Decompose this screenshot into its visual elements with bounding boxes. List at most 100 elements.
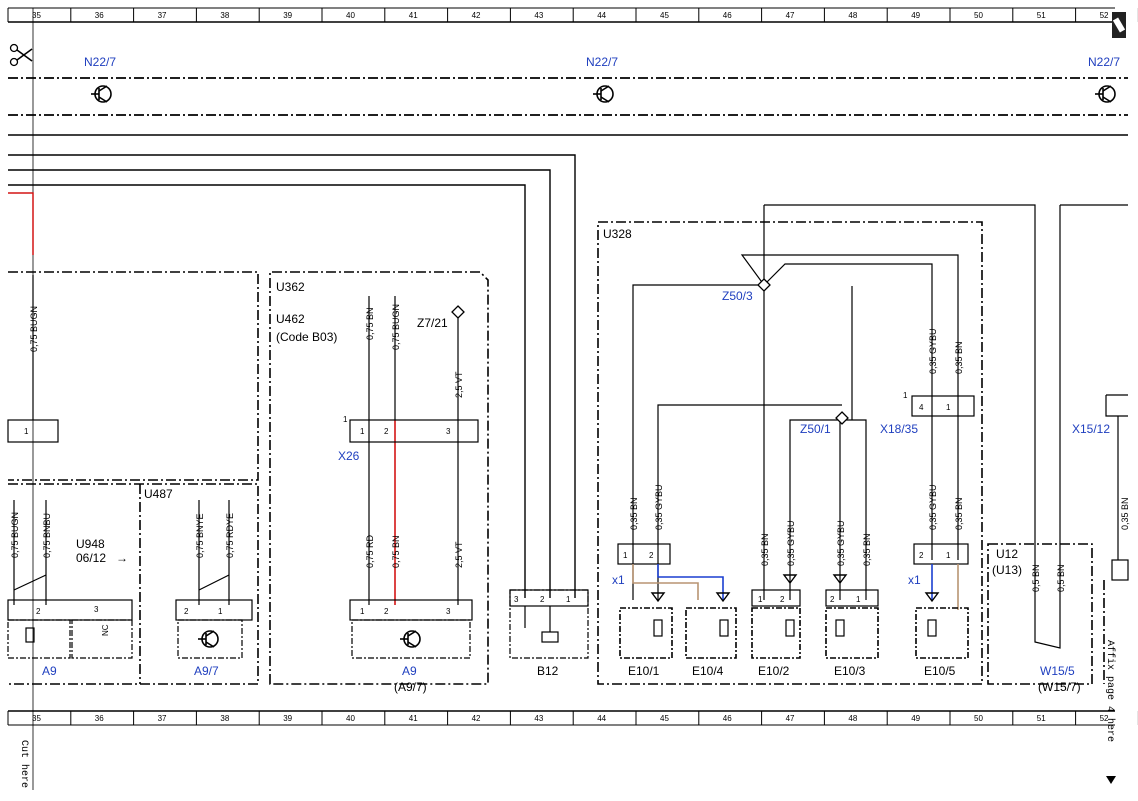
wire-label: 0,35 BN (954, 497, 964, 530)
module-label-code-b03: (Code B03) (276, 330, 337, 344)
wire-label: 0,75 BNYE (195, 513, 205, 558)
pin-number: 1 (566, 595, 571, 604)
wire-label: 0,75 BUGN (391, 304, 401, 350)
module-label-u12: U12 (996, 547, 1018, 561)
pin-number: 2 (780, 595, 785, 604)
left-module-frame (8, 271, 259, 685)
pin-number: 1 (218, 607, 223, 616)
ground-rail (8, 77, 1128, 136)
wire-label: 0,75 RDYE (225, 513, 235, 558)
connector-label-z50-3: Z50/3 (722, 289, 753, 303)
u362-wires (368, 296, 459, 605)
b12-sensor (509, 589, 589, 659)
ruler-number: 43 (534, 11, 543, 20)
affix-page-label: Affix page 4 here (1104, 640, 1116, 742)
wire-label: 0,75 BN (391, 535, 401, 568)
resistor-icon (653, 619, 937, 637)
wire-label: 0,35 BN (629, 497, 639, 530)
connector-label-x18-35: X18/35 (880, 422, 918, 436)
blue-wire (657, 564, 724, 600)
ruler-number: 47 (786, 714, 795, 723)
wire-label: 0,35 GYBU (928, 484, 938, 530)
wire-label: 0,5 BN (1056, 564, 1066, 592)
ruler-number: 37 (158, 11, 167, 20)
u12-wires (1034, 560, 1061, 649)
lamp-connectors (751, 589, 879, 607)
red-wire (8, 192, 34, 255)
lamp-units (619, 607, 969, 659)
module-label-u328: U328 (603, 227, 632, 241)
page-corner-icon (1112, 12, 1126, 38)
pin-number: 1 (758, 595, 763, 604)
left-wires (13, 275, 230, 605)
pin-number: 1 (623, 551, 628, 560)
ruler-number: 44 (597, 714, 606, 723)
wire-label: 2,5 VT (454, 371, 464, 398)
ruler-number: 40 (346, 11, 355, 20)
ruler-number: 38 (220, 714, 229, 723)
transistor-icon (91, 85, 1116, 103)
x1-connectors (617, 543, 969, 565)
module-label-u13: (U13) (992, 563, 1022, 577)
pointer-triangle-icon (1106, 776, 1116, 784)
ruler-number: 38 (220, 11, 229, 20)
ruler-number: 51 (1037, 714, 1046, 723)
ruler-number: 43 (534, 714, 543, 723)
ruler-number: 36 (95, 714, 104, 723)
nc-label: NC (101, 624, 110, 636)
bus-lines (8, 154, 576, 598)
pin-number: 1 (903, 391, 908, 400)
pin-number: 3 (446, 607, 451, 616)
ground-label-n22-7-a: N22/7 (84, 55, 116, 69)
ruler-number: 46 (723, 11, 732, 20)
ruler-number: 35 (32, 11, 41, 20)
ruler-number: 42 (472, 11, 481, 20)
pin-number: 1 (946, 403, 951, 412)
wire-label: 0,35 GYBU (836, 520, 846, 566)
connector-label-x26: X26 (338, 449, 360, 463)
tan-wire (632, 564, 699, 600)
component-label-e10-3: E10/3 (834, 664, 866, 678)
x26-connector (349, 419, 479, 659)
wire-label: 0,75 BN (365, 307, 375, 340)
ground-label-n22-7-c: N22/7 (1088, 55, 1120, 69)
ruler-number: 50 (974, 714, 983, 723)
pin-number: 2 (36, 607, 41, 616)
relay-icon (13, 574, 230, 643)
connector-label-z50-1: Z50/1 (800, 422, 831, 436)
u362-frame (269, 271, 489, 685)
cut-here-label: Cut here (18, 740, 30, 788)
ruler-number: 41 (409, 11, 418, 20)
ruler-number: 39 (283, 714, 292, 723)
component-label-a9-left: A9 (42, 664, 57, 678)
wire-label: 0,35 BN (862, 533, 872, 566)
module-label-u948-date: 06/12 (76, 551, 106, 565)
wire-label: 0,35 GYBU (928, 328, 938, 374)
pin-number: 2 (830, 595, 835, 604)
ruler-number: 48 (848, 11, 857, 20)
module-label-u462: U462 (276, 312, 305, 326)
ruler-number: 37 (158, 714, 167, 723)
ruler-number: 46 (723, 714, 732, 723)
ruler-number: 42 (472, 714, 481, 723)
splice-icon (451, 305, 465, 319)
ruler-number: 47 (786, 11, 795, 20)
wire-label: 0,35 BN (954, 341, 964, 374)
connector-label-z7-21: Z7/21 (417, 316, 448, 330)
ruler-number: 40 (346, 714, 355, 723)
right-edge-wires (1103, 394, 1129, 684)
component-label-b12: B12 (537, 664, 559, 678)
connector-label-x1-a: x1 (612, 573, 625, 587)
wire-label: 0,35 GYBU (654, 484, 664, 530)
pin-number: 2 (649, 551, 654, 560)
ruler-number: 50 (974, 11, 983, 20)
pin-number: 4 (919, 403, 924, 412)
ruler-number: 45 (660, 11, 669, 20)
connector-label-x1-b: x1 (908, 573, 921, 587)
component-label-w15-7: (W15/7) (1038, 680, 1081, 694)
wire-label: 0,35 GYBU (786, 520, 796, 566)
connector-label-x15-12: X15/12 (1072, 422, 1110, 436)
splice-icon (757, 278, 771, 292)
